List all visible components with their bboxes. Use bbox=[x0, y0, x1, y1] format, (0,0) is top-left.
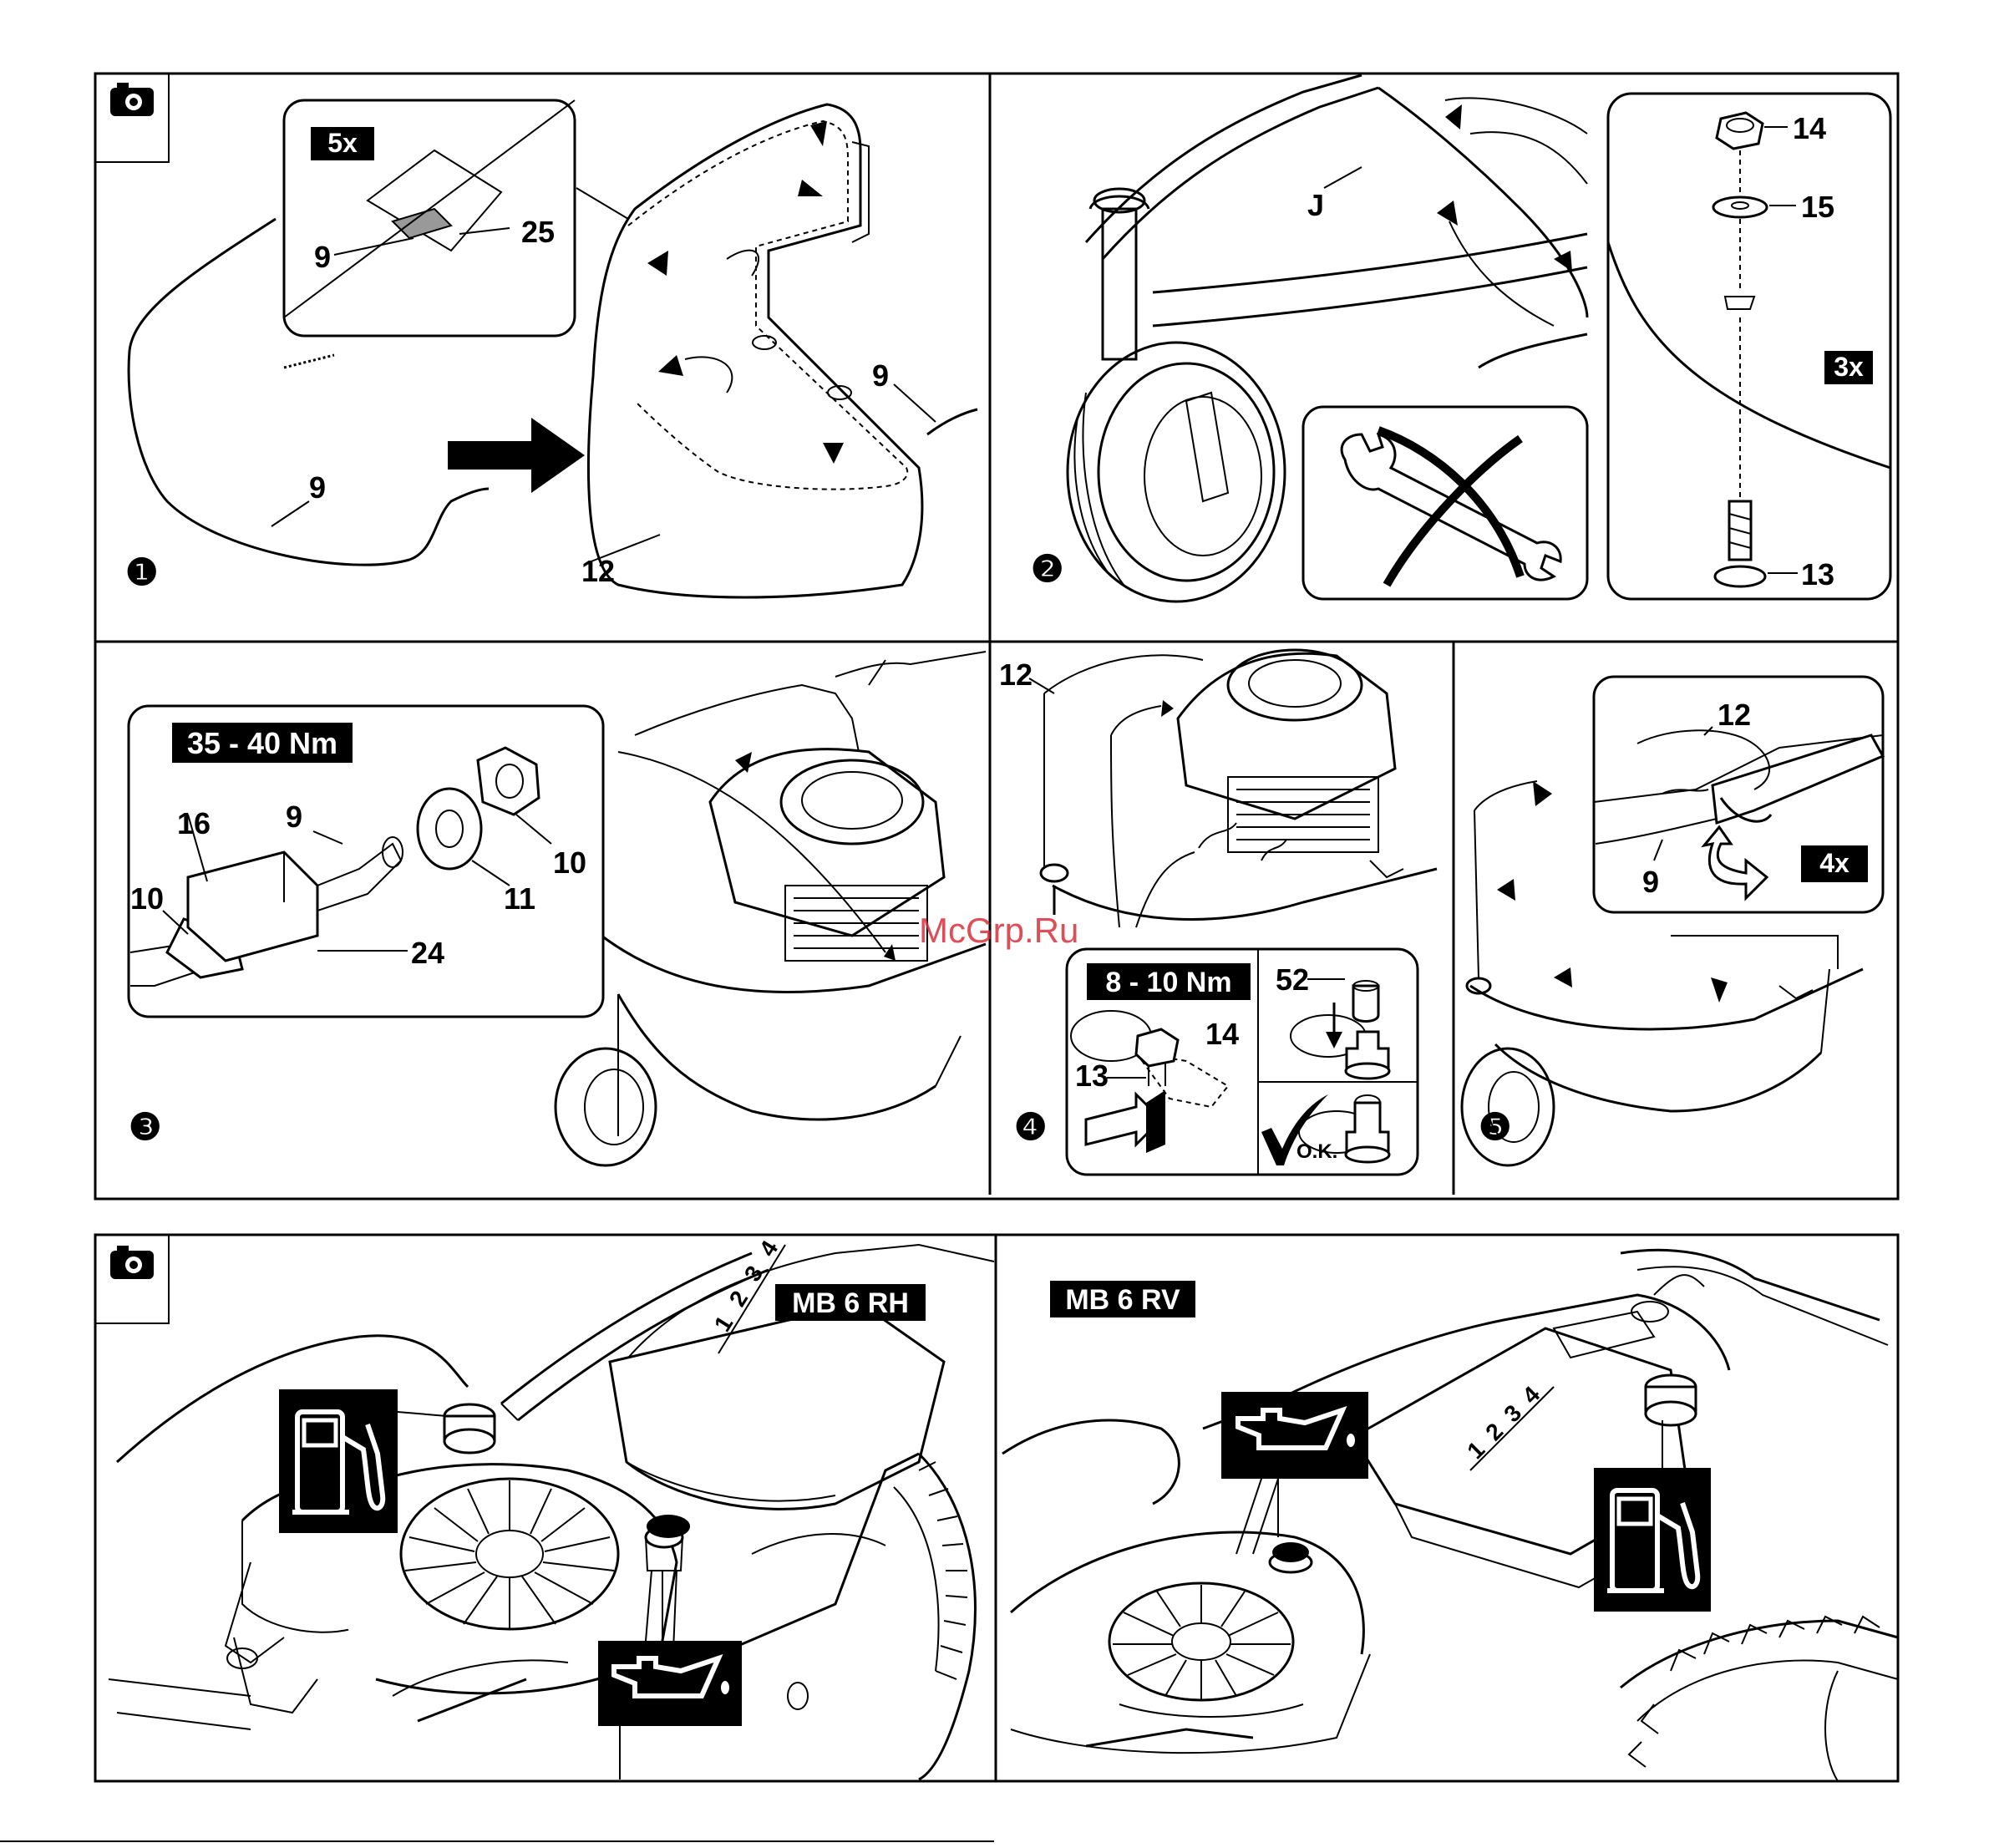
model-rv-label: MB 6 RV bbox=[1065, 1284, 1180, 1316]
torque-inset: 8 - 10 Nm O.K. bbox=[1067, 949, 1418, 1175]
grass-catcher-illustration bbox=[576, 104, 977, 597]
ok-label: O.K. bbox=[1296, 1140, 1337, 1163]
label-12: 12 bbox=[581, 554, 615, 588]
label-10-nut: 10 bbox=[553, 845, 586, 880]
step-2: ❷ bbox=[1031, 549, 1063, 590]
panel-3: 35 - 40 Nm 16 9 10 10 11 24 ❸ bbox=[129, 652, 986, 1165]
model-rh-label: MB 6 RH bbox=[792, 1287, 909, 1319]
step-1: ❶ bbox=[125, 552, 158, 593]
label-12-p5: 12 bbox=[1718, 698, 1751, 732]
tag-5x: 5x bbox=[327, 128, 358, 158]
label-9-p5: 9 bbox=[1642, 865, 1659, 899]
label-16: 16 bbox=[177, 806, 211, 840]
label-9-inset: 9 bbox=[314, 240, 331, 274]
no-wrench-box bbox=[1303, 407, 1587, 599]
label-9-bag: 9 bbox=[872, 358, 889, 393]
label-52: 52 bbox=[1276, 962, 1309, 997]
wheel-illustration bbox=[1068, 343, 1285, 602]
mower-illustration-3 bbox=[556, 652, 986, 1165]
fitting-inset: 35 - 40 Nm bbox=[129, 706, 603, 1017]
mower-rv-illustration bbox=[1002, 1250, 1898, 1781]
label-14-p4: 14 bbox=[1205, 1017, 1239, 1051]
panel-2: J 3x bbox=[1031, 75, 1890, 602]
label-25: 25 bbox=[521, 215, 555, 249]
label-14: 14 bbox=[1793, 111, 1826, 145]
gear-left-4: 4 bbox=[754, 1236, 784, 1261]
step-3: ❸ bbox=[129, 1107, 161, 1148]
camera-icon bbox=[95, 1235, 169, 1323]
panel-5: 4x 12 9 ❺ bbox=[1462, 677, 1883, 1165]
arrow-right-icon bbox=[448, 418, 585, 493]
step-5: ❺ bbox=[1479, 1107, 1511, 1148]
fuel-pump-icon bbox=[279, 1389, 398, 1533]
tag-35-40nm: 35 - 40 Nm bbox=[187, 726, 337, 760]
gear-left-3: 3 bbox=[739, 1262, 769, 1287]
label-10-body: 10 bbox=[130, 881, 164, 916]
top-figure bbox=[95, 74, 1898, 1199]
camera-icon bbox=[95, 74, 169, 162]
label-J: J bbox=[1307, 188, 1324, 222]
gear-left-2: 2 bbox=[724, 1287, 753, 1312]
oil-can-icon bbox=[598, 1641, 742, 1726]
label-15: 15 bbox=[1801, 190, 1834, 224]
tag-8-10nm: 8 - 10 Nm bbox=[1105, 967, 1231, 998]
label-13-p4: 13 bbox=[1075, 1059, 1109, 1093]
mower-rh-illustration bbox=[109, 1245, 994, 1779]
panel-1: 5x 25 9 9 bbox=[125, 100, 977, 597]
oil-can-icon bbox=[1221, 1392, 1368, 1479]
bottom-figure: 1 2 3 4 MB 6 RH MB 6 RV bbox=[95, 1235, 1898, 1781]
label-13: 13 bbox=[1801, 557, 1834, 591]
mower-illustration-4 bbox=[1041, 650, 1437, 927]
label-12-p4: 12 bbox=[999, 657, 1033, 692]
label-24: 24 bbox=[411, 936, 444, 970]
bolt-inset: 3x bbox=[1608, 94, 1890, 599]
fuel-pump-icon bbox=[1594, 1468, 1711, 1612]
label-11: 11 bbox=[504, 881, 535, 916]
watermark: McGrp.Ru bbox=[919, 911, 1078, 950]
label-9-fitting: 9 bbox=[286, 800, 302, 834]
label-9-wire: 9 bbox=[309, 470, 326, 505]
step-4: ❹ bbox=[1014, 1107, 1047, 1148]
tag-3x: 3x bbox=[1834, 352, 1864, 382]
tag-4x: 4x bbox=[1819, 848, 1849, 878]
wrench-icon bbox=[1342, 434, 1560, 580]
